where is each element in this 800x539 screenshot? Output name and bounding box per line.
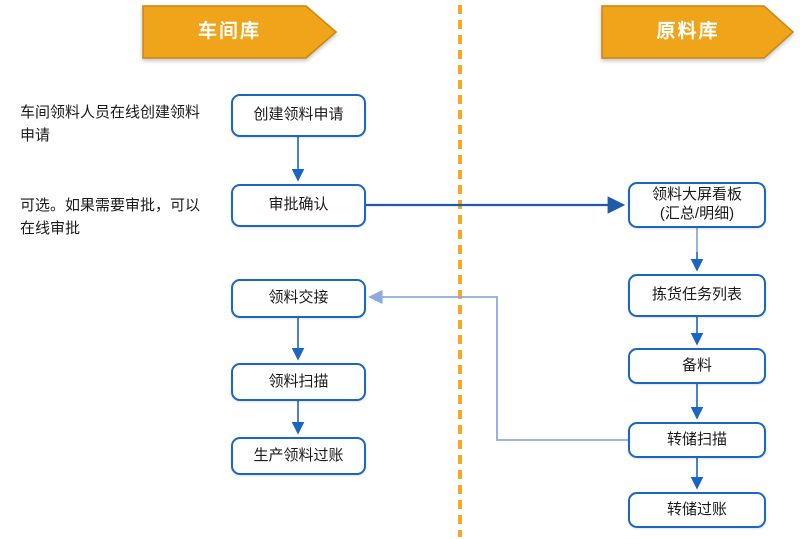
node-transfer-posting: 转储过账	[628, 492, 766, 528]
node-label: 领料交接	[268, 289, 329, 307]
node-production-issue-posting: 生产领料过账	[231, 437, 366, 475]
workshop-header-arrow-shape	[142, 5, 338, 59]
node-picking-task-list: 拣货任务列表	[628, 274, 766, 317]
node-create-material-request: 创建领料申请	[231, 94, 366, 137]
node-label: 转储扫描	[666, 430, 727, 448]
node-label: 审批确认	[268, 196, 329, 214]
node-label: 拣货任务列表	[651, 286, 742, 304]
node-label: 创建领料申请	[253, 106, 344, 124]
node-label: 领料扫描	[268, 372, 329, 390]
node-staging: 备料	[628, 348, 766, 384]
node-label: 备料	[681, 356, 712, 374]
raw-material-header-arrow-shape	[601, 5, 795, 59]
node-material-scan: 领料扫描	[231, 363, 366, 401]
node-transfer-scan: 转储扫描	[628, 422, 766, 458]
node-approval-confirm: 审批确认	[231, 184, 366, 227]
node-material-dashboard: 领料大屏看板 (汇总/明细)	[628, 182, 766, 228]
edge-transfer-scan-to-handover	[368, 289, 628, 441]
annotation-approval-note: 可选。如果需要审批，可以在线审批	[20, 197, 201, 237]
node-label: 生产领料过账	[253, 446, 344, 464]
node-label: 领料大屏看板 (汇总/明细)	[651, 186, 742, 222]
annotation-create-note: 车间领料人员在线创建领料申请	[20, 104, 201, 144]
node-material-handover: 领料交接	[231, 279, 366, 318]
node-label: 转储过账	[666, 500, 727, 518]
